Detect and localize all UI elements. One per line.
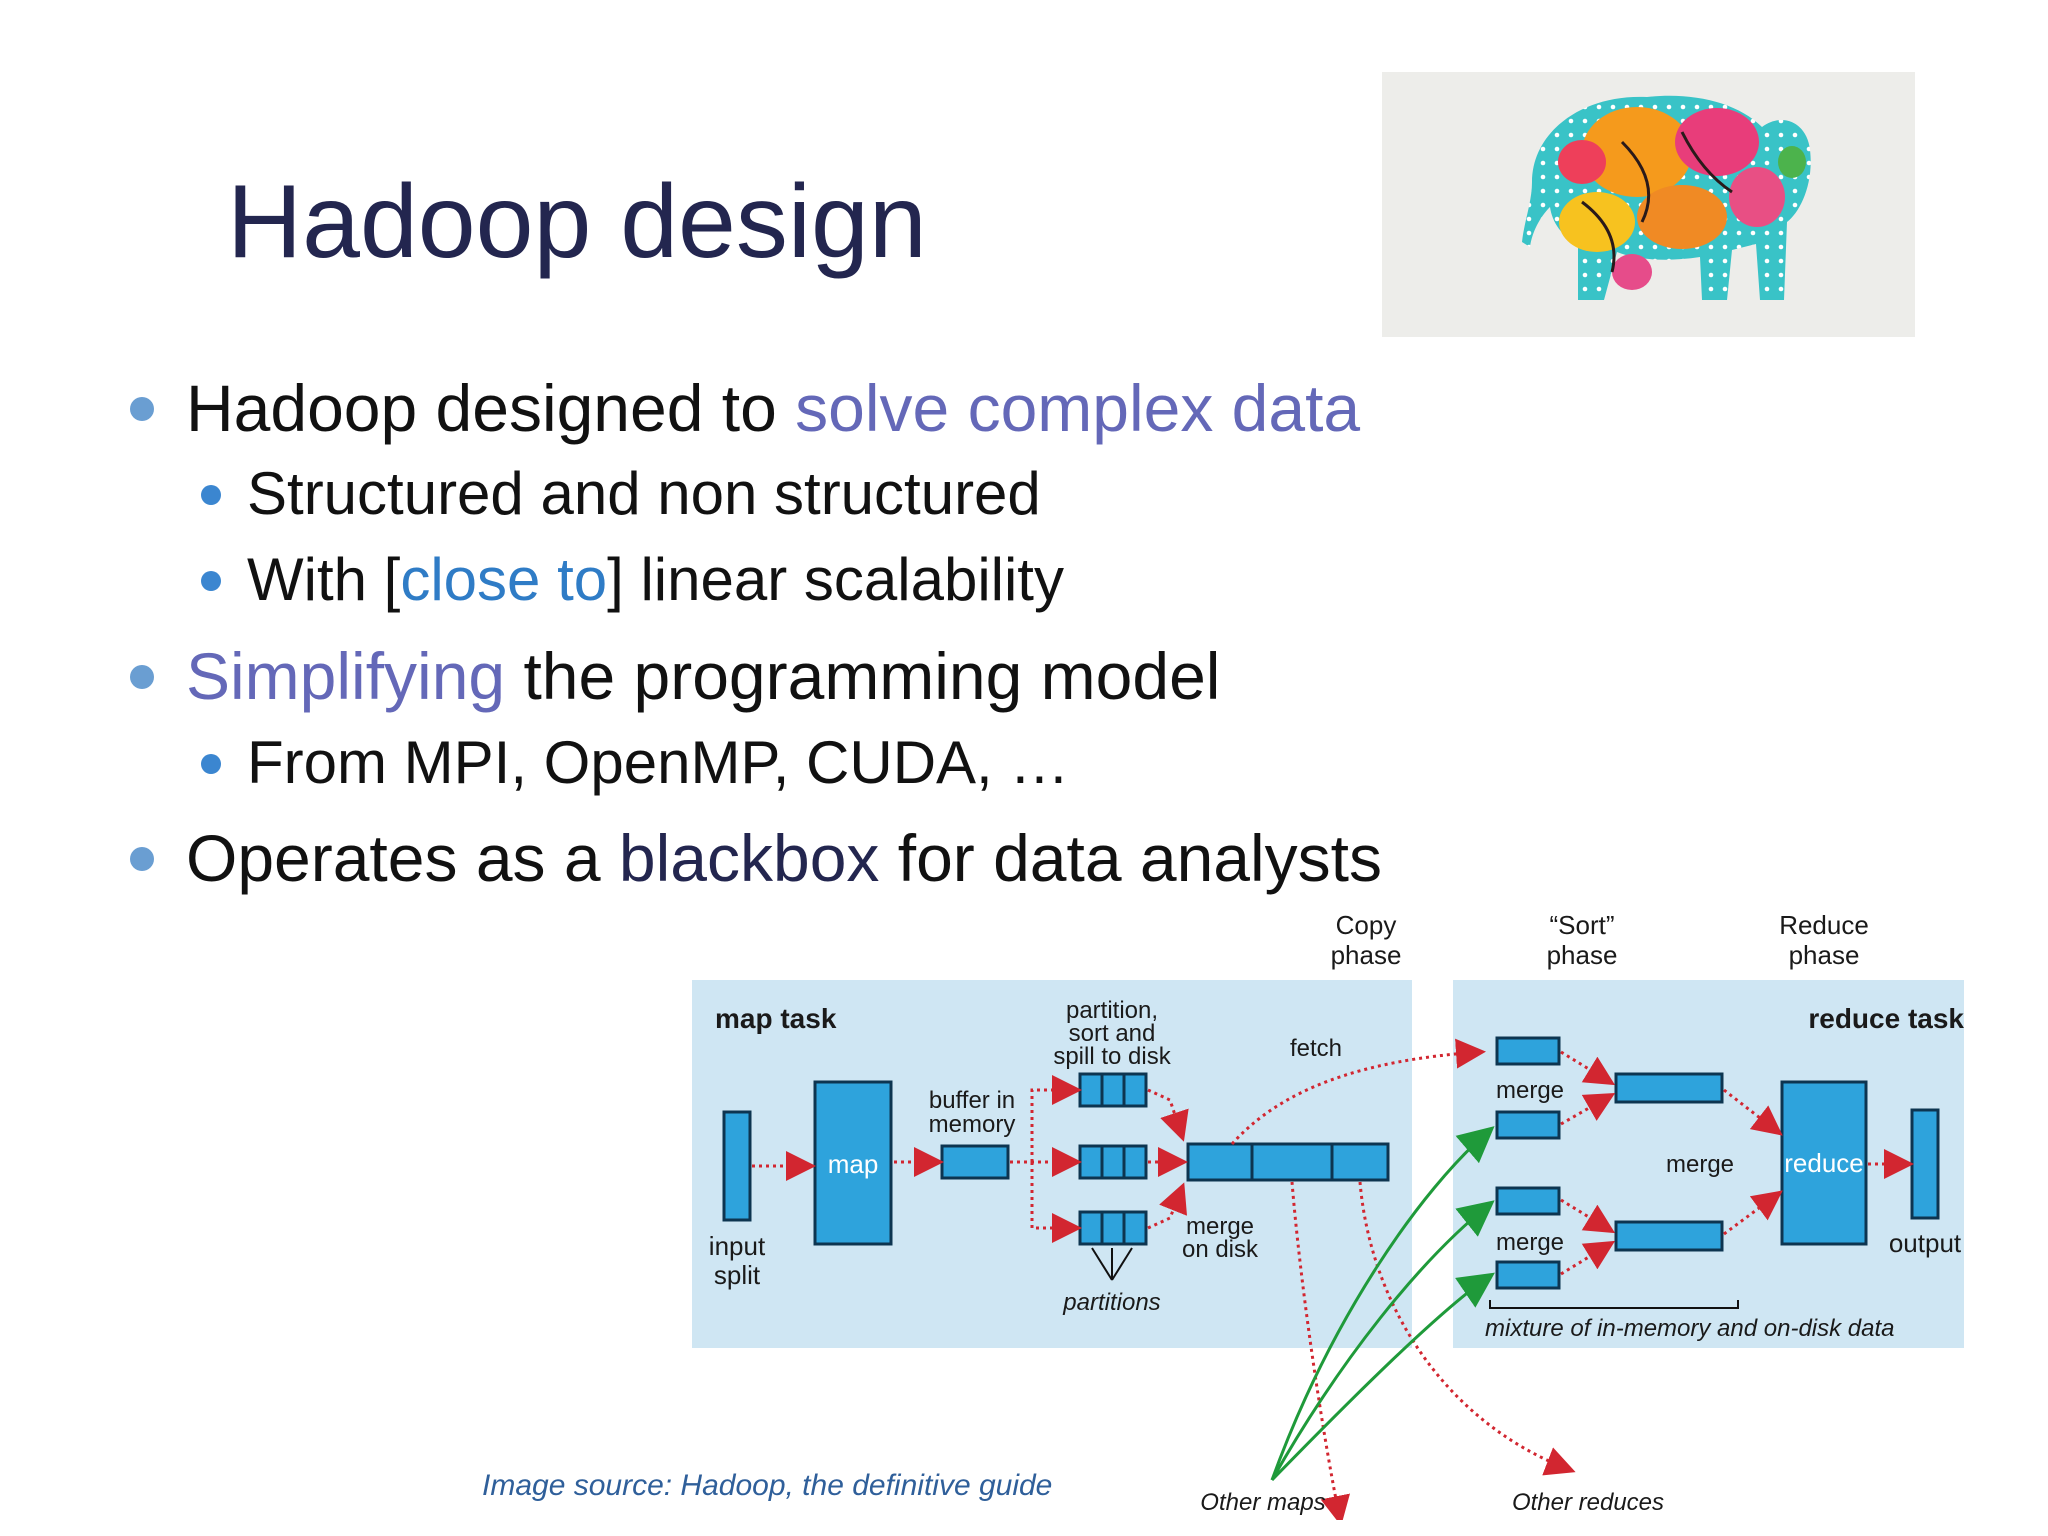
input-split-box [722,1110,752,1222]
spill-box [1078,1210,1148,1246]
merge-label: merge [1496,1229,1564,1256]
slide-title: Hadoop design [227,164,927,280]
mixture-label: mixture of in-memory and on-disk data [1485,1315,1895,1342]
reduce-box-label: reduce [1784,1148,1864,1178]
merge-on-disk-label: on disk [1182,1236,1259,1263]
bullet-highlight: close to [400,546,608,613]
bullet-text: Hadoop designed to [186,371,796,445]
mapreduce-diagram: Copy phase “Sort” phase Reduce phase map… [680,900,1964,1520]
bullet-text: ] linear scalability [607,546,1064,613]
other-maps-label: Other maps [1200,1489,1325,1516]
sort-phase-label: “Sort” [1550,910,1615,940]
bullet-dot [130,847,154,871]
fetch-label: fetch [1290,1035,1342,1062]
map-box-label: map [828,1149,879,1179]
buffer-box [940,1144,1010,1180]
bullet-scalability: With [close to] linear scalability [201,550,1064,610]
bullet-dot [201,571,221,591]
merged-file-box [1186,1142,1390,1182]
bullet-highlight: blackbox [618,821,880,895]
partition-label: spill to disk [1053,1043,1171,1070]
reduce-input-box [1495,1186,1561,1216]
merge-label: merge [1666,1151,1734,1178]
output-box [1910,1108,1940,1220]
buffer-label: buffer in [929,1087,1015,1114]
bullet-text: With [ [247,546,401,613]
mapreduce-diagram-svg: Copy phase “Sort” phase Reduce phase map… [692,910,1964,1520]
bullet-text: Structured and non structured [247,460,1041,527]
bullet-text: for data analysts [879,821,1383,895]
buffer-label: memory [929,1111,1016,1138]
bullet-text: From MPI, OpenMP, CUDA, … [247,729,1070,796]
input-split-label: input [709,1231,766,1261]
bullet-dot [130,397,154,421]
spill-box [1078,1072,1148,1108]
reduce-phase-label: Reduce [1779,910,1869,940]
partition-label: partition, [1066,997,1158,1024]
output-label: output [1889,1228,1962,1258]
elephant-image [1382,72,1915,337]
bullet-hadoop-designed: Hadoop designed to solve complex data [130,375,1360,441]
spill-box [1078,1144,1148,1180]
map-box [813,1080,893,1246]
copy-phase-label: phase [1331,940,1402,970]
merge-on-disk-label: merge [1186,1213,1254,1240]
map-task-label: map task [715,1003,837,1034]
bullet-structured: Structured and non structured [201,464,1041,524]
bullet-text: the programming model [505,639,1221,713]
merge-label: merge [1496,1077,1564,1104]
bullet-dot [201,754,221,774]
reduce-task-label: reduce task [1808,1003,1964,1034]
reduce-input-box [1495,1036,1561,1066]
bullet-dot [130,665,154,689]
partitions-label: partitions [1062,1289,1160,1316]
partition-label: sort and [1069,1020,1156,1047]
elephant-illustration [1522,95,1811,300]
bullet-highlight: Simplifying [186,639,506,713]
other-reduces-label: Other reduces [1512,1489,1664,1516]
reduce-input-box [1495,1260,1561,1290]
bullet-mpi: From MPI, OpenMP, CUDA, … [201,733,1069,793]
merged-box [1614,1220,1724,1252]
copy-phase-label: Copy [1336,910,1397,940]
image-source-caption: Image source: Hadoop, the definitive gui… [482,1469,1053,1502]
reduce-box [1780,1080,1868,1246]
sort-phase-label: phase [1547,940,1618,970]
bullet-simplifying: Simplifying the programming model [130,643,1220,709]
bullet-dot [201,485,221,505]
input-split-label: split [714,1260,761,1290]
merged-box [1614,1072,1724,1104]
bullet-blackbox: Operates as a blackbox for data analysts [130,825,1382,891]
reduce-input-box [1495,1110,1561,1140]
bullet-highlight: solve complex data [795,371,1361,445]
reduce-phase-label: phase [1789,940,1860,970]
bullet-text: Operates as a [186,821,619,895]
